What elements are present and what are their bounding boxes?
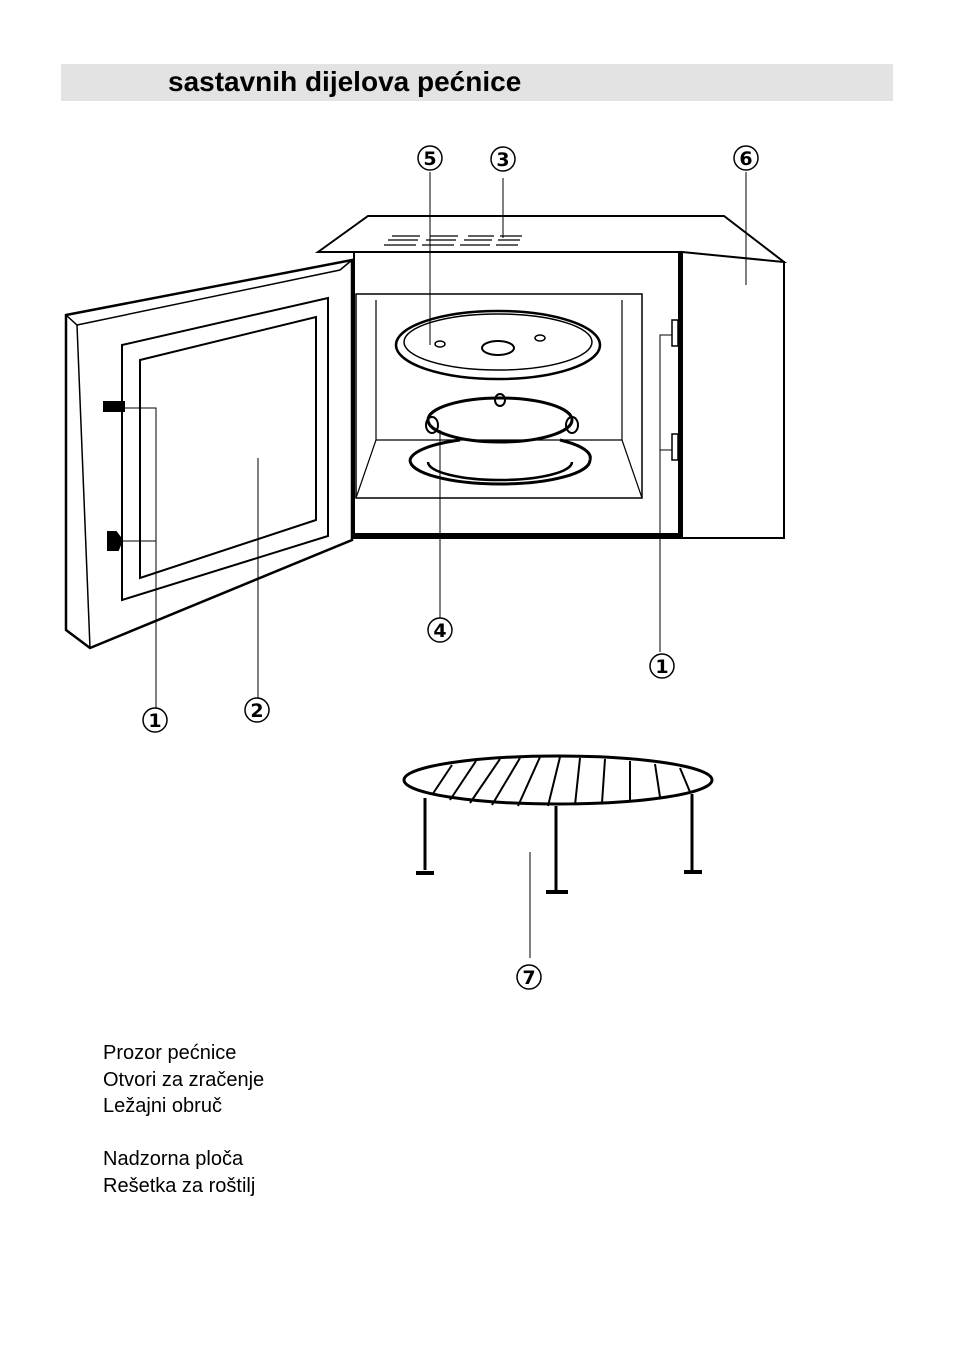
parts-list: Prozor pećnice Otvori za zračenje Ležajn…	[103, 1040, 264, 1199]
part-item: Otvori za zračenje	[103, 1068, 265, 1091]
latch-top-icon	[103, 401, 125, 412]
callout-2: 2	[250, 700, 263, 722]
callout-6: 6	[739, 148, 752, 170]
callout-7: 7	[522, 967, 535, 989]
roller-ring	[408, 393, 592, 486]
oven-cabinet	[314, 215, 787, 539]
oven-door	[64, 258, 354, 650]
callout-1-left: 1	[148, 710, 161, 732]
part-item: Prozor pećnice	[103, 1042, 237, 1064]
vent-slots	[384, 235, 522, 246]
part-item: Rešetka za roštilj	[103, 1174, 256, 1197]
glass-tray	[394, 309, 602, 381]
part-item: Ležajni obruč	[103, 1095, 222, 1117]
leader-lines	[122, 172, 747, 958]
callout-4: 4	[433, 620, 446, 642]
callout-1-right: 1	[655, 656, 668, 678]
part-item: Nadzorna ploča	[103, 1148, 244, 1170]
page-title: sastavnih dijelova pećnice	[168, 66, 522, 97]
title-bar: sastavnih dijelova pećnice	[61, 64, 893, 101]
callout-5: 5	[423, 148, 436, 170]
interlock-top-icon	[671, 319, 679, 347]
grill-rack	[402, 754, 714, 894]
interlock-bottom-icon	[671, 433, 679, 461]
latch-bottom-icon	[107, 531, 124, 551]
list-spacer	[103, 1120, 264, 1147]
callout-3: 3	[496, 149, 509, 171]
